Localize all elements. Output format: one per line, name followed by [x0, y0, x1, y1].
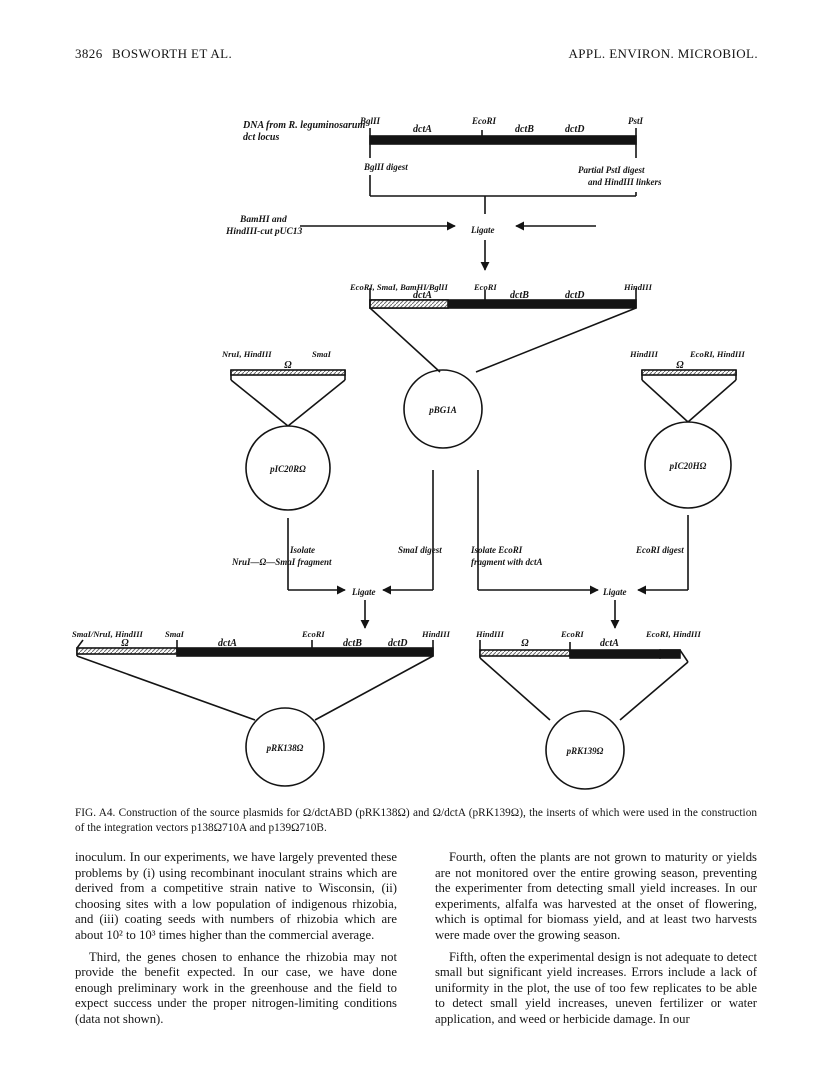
source-gene-dcta: dctA: [413, 124, 432, 135]
rk138-site-left: SmaI/NruI, HindIII: [72, 629, 144, 639]
plasmid-prk138-omega: pRK138Ω: [266, 743, 304, 753]
rk139-site-ecori: EcoRI: [560, 629, 584, 639]
omega-r-site-left: NruI, HindIII: [221, 349, 272, 359]
ligate-top: Ligate: [470, 225, 495, 235]
omega-h-site-left: HindIII: [629, 349, 659, 359]
running-authors: BOSWORTH ET AL.: [112, 46, 233, 61]
ligate-left: Ligate: [351, 587, 376, 597]
omega-h-site-right: EcoRI, HindIII: [689, 349, 745, 359]
source-title-line1: DNA from R. leguminosarum: [242, 120, 365, 131]
right-paragraph-1: Fourth, often the plants are not grown t…: [435, 850, 757, 942]
rk139-omega: Ω: [521, 638, 529, 649]
rk138-gene-dctb: dctB: [343, 638, 362, 649]
ecori-isolate-line2: fragment with dctA: [471, 557, 543, 567]
right-paragraph-2: Fifth, often the experimental design is …: [435, 949, 757, 1026]
plasmid-pic20h-omega: pIC20HΩ: [669, 461, 707, 471]
pbg-site-ecori: EcoRI: [473, 282, 497, 292]
construction-diagram: DNA from R. leguminosarum dct locus BglI…: [72, 116, 745, 790]
page-number: 3826: [75, 46, 103, 61]
isolate-line2: NruI—Ω—SmaI fragment: [231, 557, 332, 567]
ecori-digest-label: EcoRI digest: [635, 545, 684, 555]
rk138-site-smai: SmaI: [165, 629, 185, 639]
plasmid-pbg1a: pBG1A: [428, 405, 457, 415]
source-title-line2: dct locus: [243, 132, 279, 143]
left-column: inoculum. In our experiments, we have la…: [75, 850, 397, 1034]
rk139-gene-dcta: dctA: [600, 638, 619, 649]
smai-digest-label: SmaI digest: [398, 545, 442, 555]
vector-line1: BamHI and: [239, 215, 287, 225]
ecori-isolate-line1: Isolate EcoRI: [470, 545, 523, 555]
pbg-gene-dctb: dctB: [510, 290, 529, 301]
right-column: Fourth, often the plants are not grown t…: [435, 850, 757, 1034]
source-gene-dctd: dctD: [565, 124, 584, 135]
isolate-line1: Isolate: [289, 545, 315, 555]
source-site-bglii: BglII: [359, 116, 381, 126]
left-paragraph-2: Third, the genes chosen to enhance the r…: [75, 949, 397, 1026]
omega-r-label: Ω: [284, 360, 292, 371]
source-gene-dctb: dctB: [515, 124, 534, 135]
figure-caption: FIG. A4. Construction of the source plas…: [75, 807, 757, 834]
psti-digest-line2: and HindIII linkers: [588, 177, 662, 187]
psti-digest-line1: Partial PstI digest: [578, 165, 645, 175]
bglii-digest-label: BglII digest: [363, 162, 408, 172]
vector-line2: HindIII-cut pUC13: [225, 227, 303, 237]
omega-r-site-smai: SmaI: [312, 349, 332, 359]
pbg-gene-dcta: dctA: [413, 290, 432, 301]
pbg-site-hindiii: HindIII: [623, 282, 653, 292]
rk138-gene-dcta: dctA: [218, 638, 237, 649]
left-paragraph-1: inoculum. In our experiments, we have la…: [75, 850, 397, 942]
plasmid-pic20r-omega: pIC20RΩ: [269, 464, 306, 474]
plasmid-prk139-omega: pRK139Ω: [566, 746, 604, 756]
rk138-omega: Ω: [121, 638, 129, 649]
rk139-site-hindiii: HindIII: [475, 629, 505, 639]
rk138-gene-dctd: dctD: [388, 638, 407, 649]
source-site-psti: PstI: [628, 116, 644, 126]
rk138-site-ecori: EcoRI: [301, 629, 325, 639]
journal-name: APPL. ENVIRON. MICROBIOL.: [568, 46, 758, 61]
pbg-site-left: EcoRI, SmaI, BamHI/BglII: [349, 282, 448, 292]
rk138-site-hindiii: HindIII: [421, 629, 451, 639]
rk139-site-right: EcoRI, HindIII: [645, 629, 701, 639]
source-site-ecori: EcoRI: [471, 116, 497, 126]
ligate-right: Ligate: [602, 587, 627, 597]
omega-h-label: Ω: [676, 360, 684, 371]
pbg-gene-dctd: dctD: [565, 290, 584, 301]
